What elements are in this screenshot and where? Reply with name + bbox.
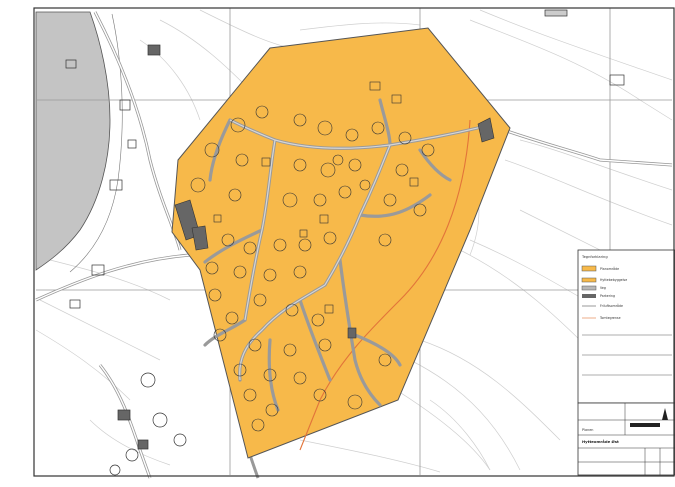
legend-parking: Parkering [600,294,615,298]
title-block-plan: Planen [582,428,593,432]
legend-cabins: Hyttebebyggelse [600,278,627,282]
terrain-line [299,119,471,451]
legend-boundary: Tomtegrense [599,316,621,320]
legend-road: Veg [600,286,606,290]
lake [35,11,111,271]
cabin-plots [190,81,435,432]
legend-panel: Tegnforklaring Planområde Hyttebebyggels… [577,249,675,404]
title-block-name: Hytteområde Øst [582,439,619,444]
drawing-frame [33,7,675,477]
legend-title: Tegnforklaring [581,255,608,259]
legend-plan-area: Planområde [600,266,619,271]
plan-area [171,27,511,459]
title-block: Planen Hytteområde Øst [577,402,675,476]
north-arrow-icon [662,408,668,420]
parking-areas [174,117,495,339]
legend-outdoor: Friluftsområde [600,303,623,308]
outlying-plots [65,9,625,476]
